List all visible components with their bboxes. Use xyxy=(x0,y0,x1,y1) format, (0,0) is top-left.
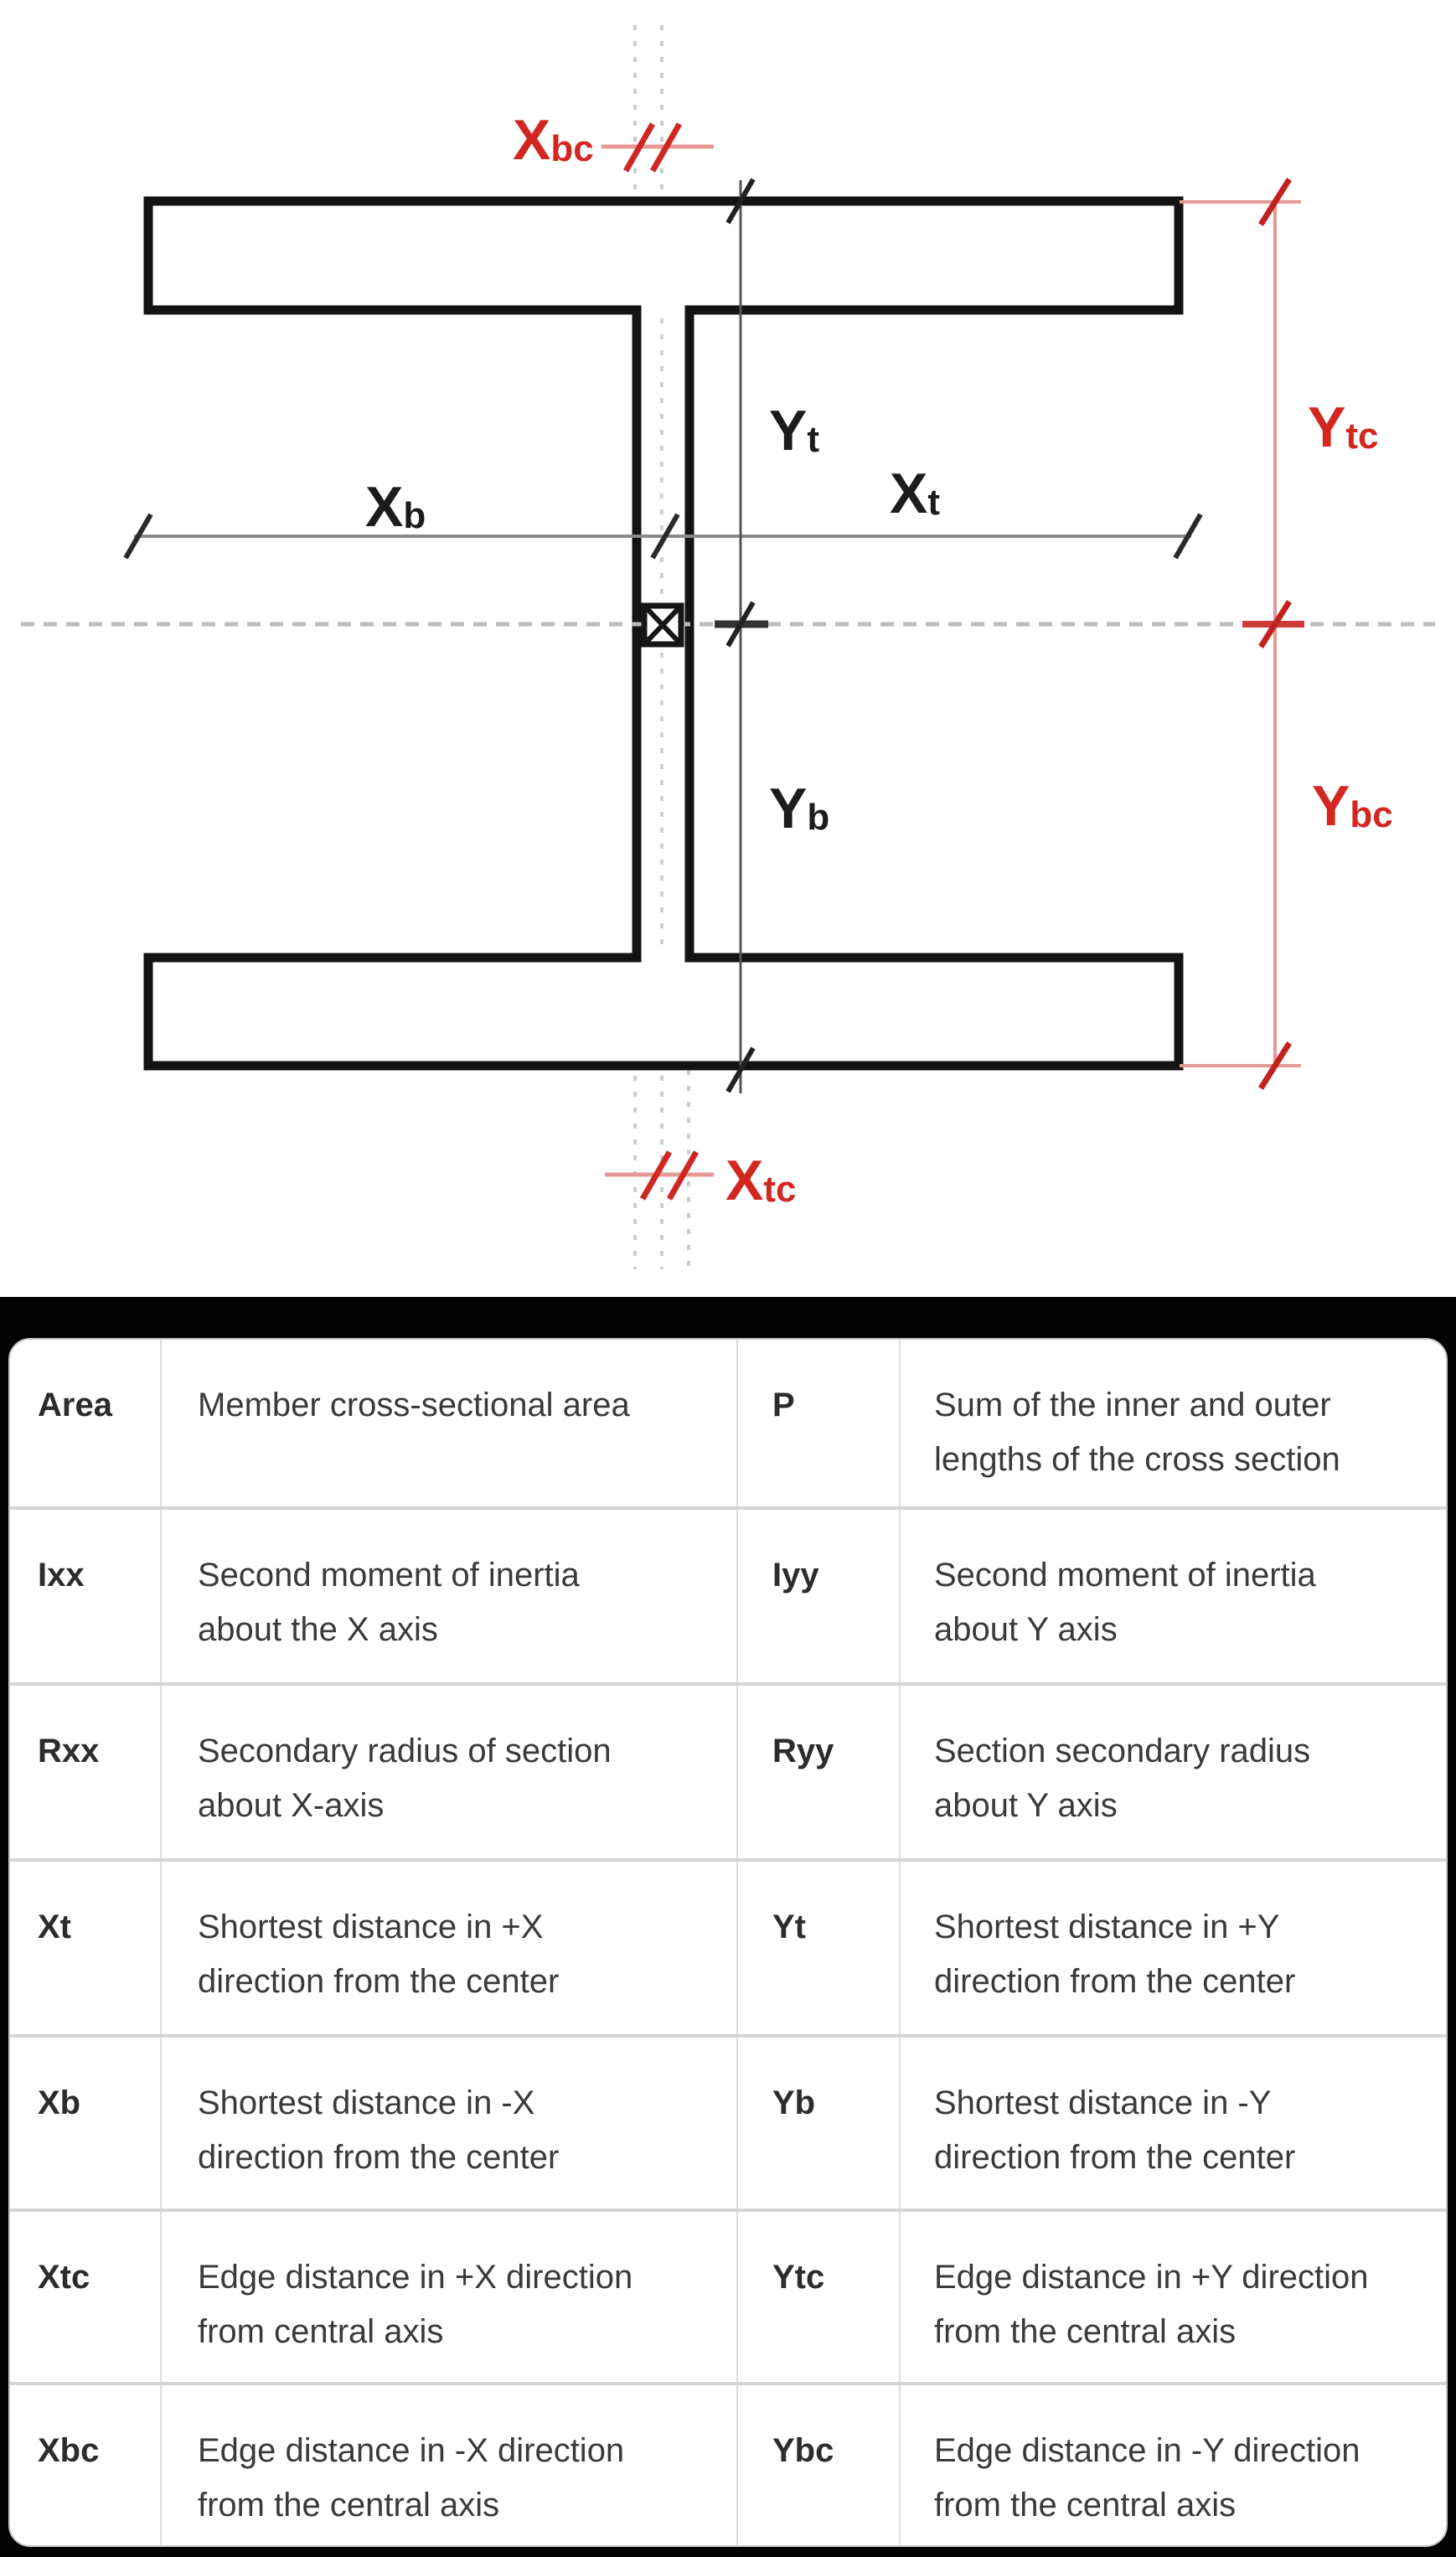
definition-cell: Edge distance in +X direction from centr… xyxy=(162,2212,738,2382)
table-row: Xtc Edge distance in +X direction from c… xyxy=(10,2212,1446,2385)
label-yt: Yt xyxy=(769,399,819,462)
definition-cell: Shortest distance in +Y direction from t… xyxy=(934,1909,1296,2000)
label-xb: Xb xyxy=(365,475,426,539)
label-ytc: Ytc xyxy=(1308,395,1378,459)
term-cell: Xbc xyxy=(10,2385,162,2545)
definition-cell: Sum of the inner and outer lengths of th… xyxy=(934,1387,1340,1478)
term-cell: P xyxy=(738,1340,901,1506)
term-cell: Yt xyxy=(738,1862,901,2034)
term-cell: Ybc xyxy=(738,2385,901,2545)
definition-cell: Member cross-sectional area xyxy=(162,1340,738,1506)
term-cell: Area xyxy=(10,1340,162,1506)
label-xbc: Xbc xyxy=(513,108,594,172)
term-cell: Xtc xyxy=(10,2212,162,2382)
term-cell: Rxx xyxy=(10,1686,162,1858)
definition-cell: Shortest distance in -X direction from t… xyxy=(162,2038,738,2208)
table-row: Xt Shortest distance in +X direction fro… xyxy=(10,1862,1446,2038)
table-row: Rxx Secondary radius of section about X-… xyxy=(10,1686,1446,1862)
term-cell: Ryy xyxy=(738,1686,901,1858)
table-row: Area Member cross-sectional area P Sum o… xyxy=(10,1340,1446,1510)
term-cell: Xt xyxy=(10,1862,162,2034)
x-dimension-line xyxy=(123,513,1203,560)
term-cell: Ixx xyxy=(10,1510,162,1682)
term-cell: Xb xyxy=(10,2038,162,2208)
table-row: Xbc Edge distance in -X direction from t… xyxy=(10,2385,1446,2545)
label-ybc: Ybc xyxy=(1312,774,1393,838)
table-row: Ixx Second moment of inertia about the X… xyxy=(10,1510,1446,1686)
term-cell: Ytc xyxy=(738,2212,901,2382)
definitions-table: Area Member cross-sectional area P Sum o… xyxy=(8,1338,1448,2547)
definitions-section-background: Area Member cross-sectional area P Sum o… xyxy=(0,1297,1456,2557)
label-xt: Xt xyxy=(890,462,940,525)
label-yb: Yb xyxy=(769,777,829,840)
definition-cell: Edge distance in +Y direction from the c… xyxy=(934,2259,1369,2350)
ibeam-cross-section-diagram: Xbc Yt Xt Xb Ytc Yb Ybc Xtc xyxy=(21,25,1435,1269)
definition-cell: Section secondary radius about Y axis xyxy=(934,1733,1311,1824)
xbc-callout xyxy=(602,122,714,173)
definition-cell: Edge distance in -Y direction from the c… xyxy=(934,2432,1360,2523)
y-dimension-line xyxy=(715,178,768,1093)
definition-cell: Shortest distance in -Y direction from t… xyxy=(934,2084,1296,2176)
definition-cell: Shortest distance in +X direction from t… xyxy=(162,1862,738,2034)
term-cell: Yb xyxy=(738,2038,901,2208)
label-xtc: Xtc xyxy=(725,1149,796,1212)
definition-cell: Edge distance in -X direction from the c… xyxy=(162,2385,738,2545)
definition-cell: Second moment of inertia about Y axis xyxy=(934,1557,1316,1648)
definition-cell: Secondary radius of section about X-axis xyxy=(162,1686,738,1858)
term-cell: Iyy xyxy=(738,1510,901,1682)
xtc-callout xyxy=(605,1150,714,1201)
centroid-marker-icon xyxy=(641,602,684,648)
definition-cell: Second moment of inertia about the X axi… xyxy=(162,1510,738,1682)
table-row: Xb Shortest distance in -X direction fro… xyxy=(10,2038,1446,2212)
red-edge-dimension-lines xyxy=(1180,178,1304,1090)
